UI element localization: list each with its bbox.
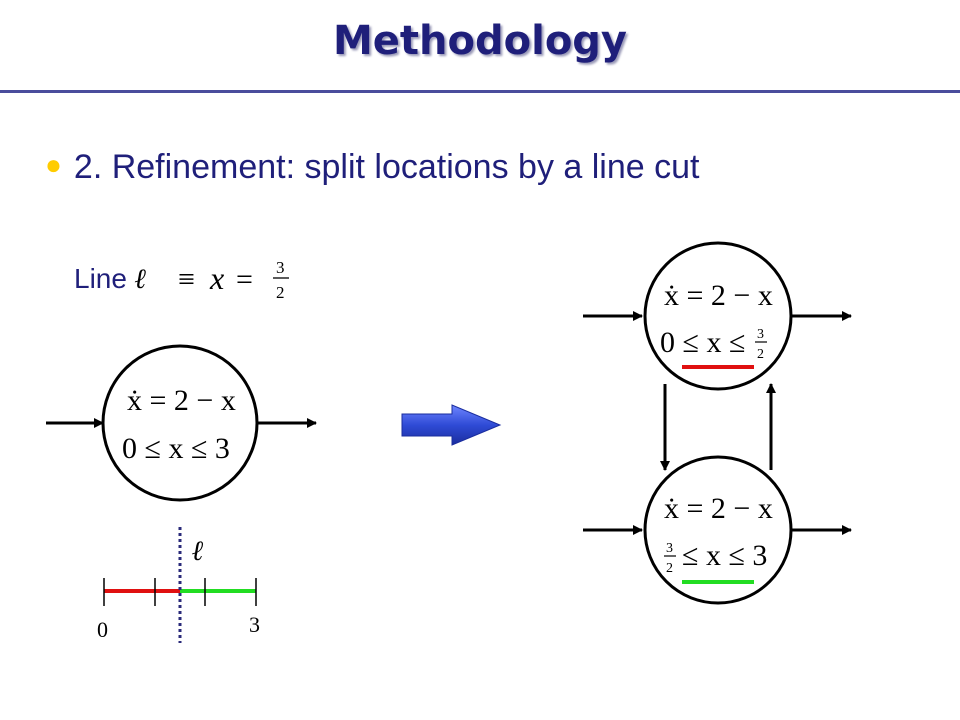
title-rule bbox=[0, 90, 960, 93]
eq-x: x bbox=[209, 260, 224, 296]
dynamics-label: ẋ = 2 − x bbox=[127, 384, 236, 417]
tick-label-0: 0 bbox=[97, 617, 108, 642]
top-dynamics-label: ẋ = 2 − x bbox=[664, 279, 773, 312]
invariant-label: 0 ≤ x ≤ 3 bbox=[122, 432, 230, 465]
location-upper-part: ẋ = 2 − x 3 2 ≤ x ≤ 3 bbox=[583, 455, 852, 605]
eq-sign: = bbox=[236, 263, 253, 296]
cut-line-label: ℓ bbox=[191, 534, 204, 567]
slide-title: Methodology bbox=[332, 18, 628, 64]
line-equation: ≡ x = 3 2 bbox=[178, 258, 289, 302]
tick-label-3: 3 bbox=[249, 612, 260, 637]
bullet-dot-icon: ● bbox=[45, 149, 62, 180]
eq-frac-den: 2 bbox=[276, 283, 285, 302]
number-line: ℓ 0 3 bbox=[97, 527, 260, 643]
location-original: ẋ = 2 − x 0 ≤ x ≤ 3 bbox=[46, 344, 317, 502]
eq-frac-num: 3 bbox=[276, 258, 285, 277]
bottom-frac-num: 3 bbox=[666, 541, 673, 556]
line-word: Line bbox=[74, 263, 127, 294]
location-lower-part: ẋ = 2 − x 0 ≤ x ≤ 3 2 bbox=[583, 241, 852, 391]
bottom-dynamics-label: ẋ = 2 − x bbox=[664, 492, 773, 525]
line-symbol: ℓ bbox=[134, 262, 147, 295]
transform-arrow-icon bbox=[401, 404, 502, 446]
bottom-invariant-label: ≤ x ≤ 3 bbox=[682, 539, 767, 572]
bottom-frac-den: 2 bbox=[666, 561, 673, 576]
equiv-symbol: ≡ bbox=[178, 263, 195, 296]
top-frac-num: 3 bbox=[757, 327, 764, 342]
location-circle bbox=[101, 344, 259, 502]
bullet-item: ● 2. Refinement: split locations by a lin… bbox=[45, 148, 699, 187]
line-definition-label: Line ℓ bbox=[74, 262, 147, 296]
bullet-text: 2. Refinement: split locations by a line… bbox=[73, 148, 700, 186]
top-invariant-label: 0 ≤ x ≤ bbox=[660, 326, 745, 359]
top-frac-den: 2 bbox=[757, 347, 764, 362]
